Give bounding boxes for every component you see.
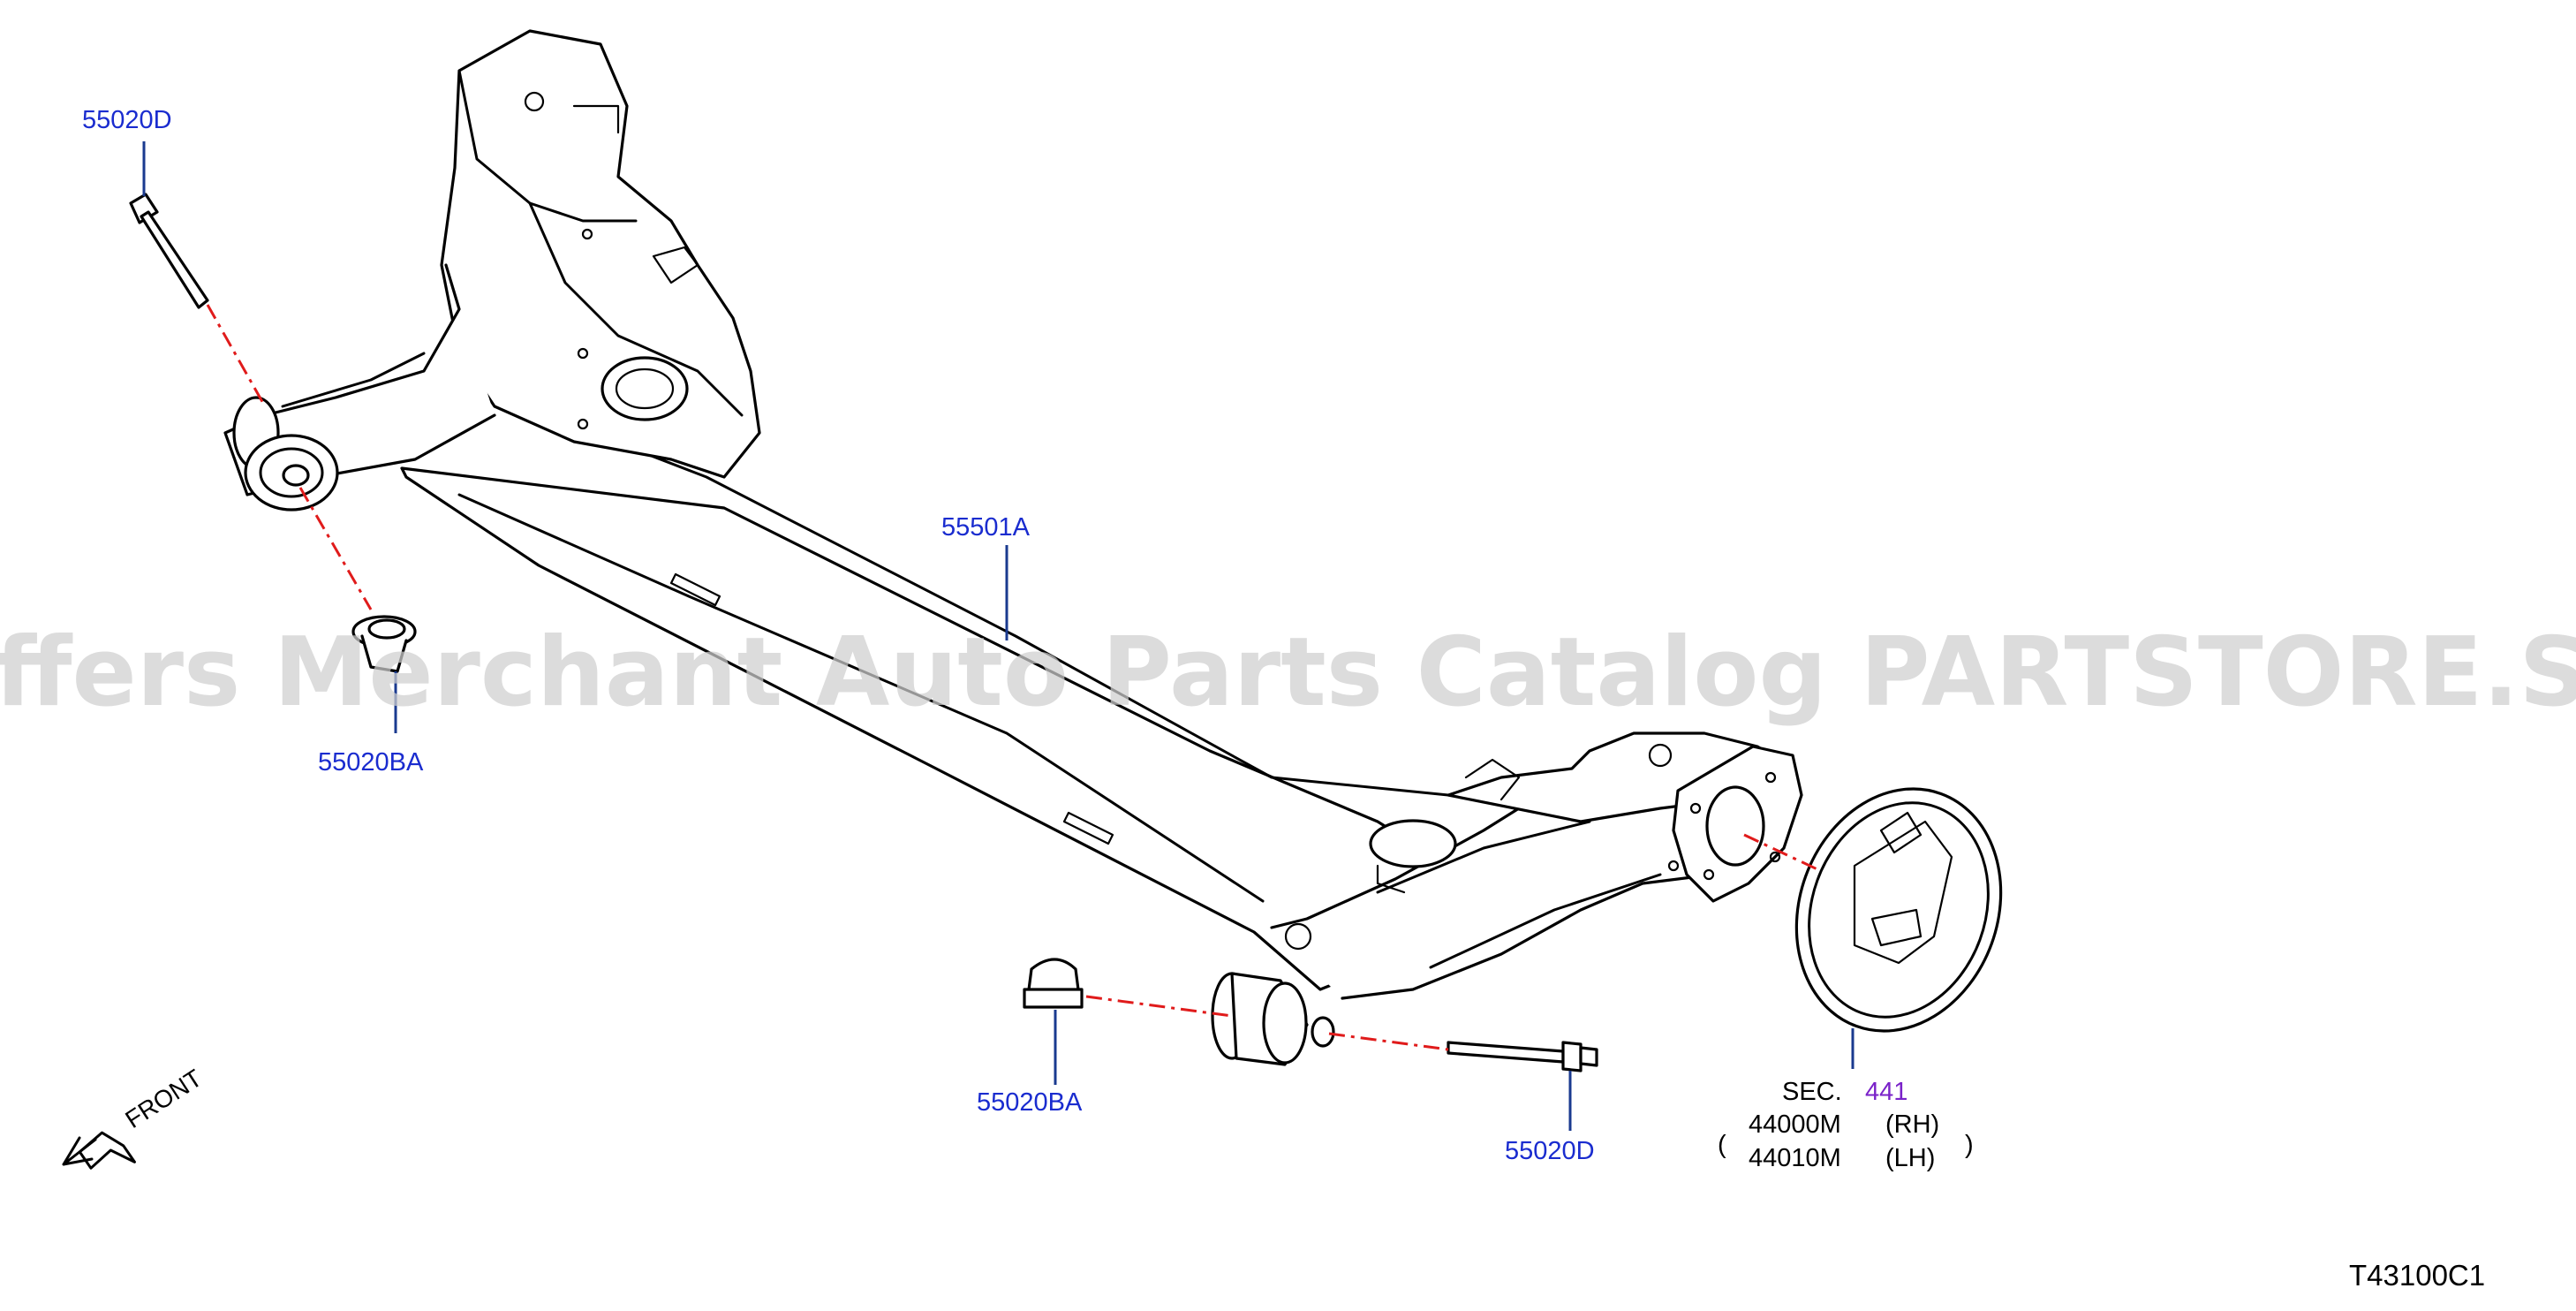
center-line-top-bolt: [206, 304, 267, 407]
front-direction-indicator: FRONT: [62, 1065, 207, 1170]
right-bushing: [1211, 972, 1335, 1066]
center-line-backing-plate: [1743, 833, 1820, 872]
bolt-top-left[interactable]: [129, 193, 209, 309]
brake-backing-plate[interactable]: [1764, 760, 2034, 1060]
bracket-right: ): [1965, 1131, 1974, 1159]
bolt-bottom-right[interactable]: [1447, 1041, 1598, 1072]
center-line-bottom-bolt: [1328, 1032, 1449, 1051]
left-bushing: [232, 396, 339, 512]
center-line-bottom-nut: [1085, 995, 1233, 1018]
callout-nut-bottom[interactable]: 55020BA: [977, 1088, 1083, 1117]
rear-axle-beam[interactable]: [223, 29, 1803, 1066]
diagram-code: T43100C1: [2349, 1259, 2485, 1292]
section-number-link[interactable]: 441: [1865, 1078, 1907, 1106]
hub-mounting-flange: [1672, 745, 1803, 903]
callout-nut-left[interactable]: 55020BA: [318, 748, 424, 777]
center-line-left-nut: [298, 487, 373, 610]
part-number-lh: 44010M: [1749, 1144, 1841, 1172]
bracket-left: (: [1718, 1131, 1726, 1159]
section-prefix: SEC.: [1782, 1078, 1842, 1106]
watermark: Offers Merchant Auto Parts Catalog PARTS…: [0, 618, 2576, 728]
callout-axle-beam[interactable]: 55501A: [941, 513, 1031, 542]
callout-bolt-bottom-right[interactable]: 55020D: [1505, 1137, 1595, 1165]
front-label: FRONT: [120, 1065, 207, 1134]
part-number-rh: 44000M: [1749, 1110, 1841, 1139]
front-arrow-icon: [78, 1131, 136, 1170]
side-lh: (LH): [1885, 1144, 1935, 1172]
side-rh: (RH): [1885, 1110, 1939, 1139]
callout-bolt-top-left[interactable]: 55020D: [82, 106, 172, 134]
nut-left[interactable]: [351, 615, 417, 673]
section-reference: SEC. 441 ( 44000M (RH) 44010M (LH) ): [1718, 1078, 1974, 1172]
nut-bottom[interactable]: [1023, 958, 1084, 1009]
